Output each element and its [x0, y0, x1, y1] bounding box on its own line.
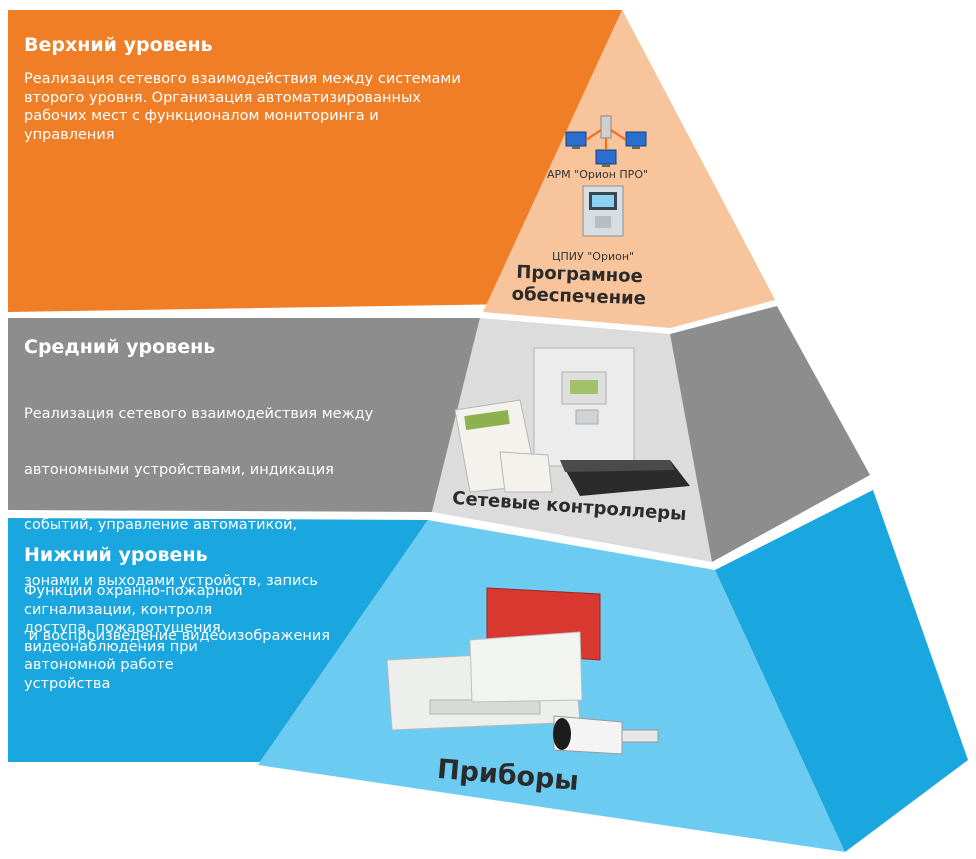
desc-line: управления: [24, 126, 115, 143]
desc-line: сигнализации, контроля: [24, 601, 213, 618]
network-computers-icon: [565, 115, 647, 167]
cpiu-cabinet-icon: [582, 185, 624, 237]
top-level-description: Реализация сетевого взаимодействия между…: [24, 70, 461, 144]
cpiu-caption: ЦПИУ "Орион": [552, 250, 635, 263]
desc-line: Реализация сетевого взаимодействия между…: [24, 71, 461, 87]
desc-line: устройства: [24, 675, 111, 692]
bottom-level-band: [8, 518, 428, 762]
software-face-label: Програмное обеспечение: [511, 262, 647, 311]
face-label-line: обеспечение: [511, 283, 647, 310]
network-controllers-devices: [454, 347, 690, 496]
top-level-face: [483, 10, 775, 328]
desc-line: автономной работе: [24, 657, 174, 673]
middle-level-side: [670, 306, 870, 562]
arm-caption: АРМ "Орион ПРО": [547, 168, 649, 181]
desc-line: рабочих мест с функционалом мониторинга …: [24, 108, 379, 124]
desc-line: Функции охранно-пожарной: [24, 583, 243, 599]
bottom-level-description: Функции охранно-пожарной сигнализации, к…: [24, 582, 243, 693]
desc-line: видеонаблюдения при: [24, 638, 198, 655]
desc-line: и воспроизведение видеоизображения: [24, 628, 331, 644]
top-level-title: Верхний уровень: [24, 34, 213, 56]
desc-line: событий, управление автоматикой,: [24, 517, 298, 533]
camera-icon: [553, 715, 659, 755]
desc-line: зонами и выходами устройств, запись: [24, 572, 318, 589]
desc-line: автономными устройствами, индикация: [24, 461, 334, 478]
desc-line: второго уровня. Организация автоматизиро…: [24, 89, 421, 106]
desc-line: доступа, пожаротушения,: [24, 620, 226, 636]
middle-level-band: [8, 318, 480, 512]
middle-level-description: Реализация сетевого взаимодействия между…: [24, 368, 373, 683]
devices-equipment: [386, 587, 659, 755]
desc-line: Реализация сетевого взаимодействия между: [24, 406, 374, 422]
bottom-level-side: [715, 490, 968, 852]
bottom-level-title: Нижний уровень: [24, 544, 208, 566]
middle-level-title: Средний уровень: [24, 336, 216, 358]
